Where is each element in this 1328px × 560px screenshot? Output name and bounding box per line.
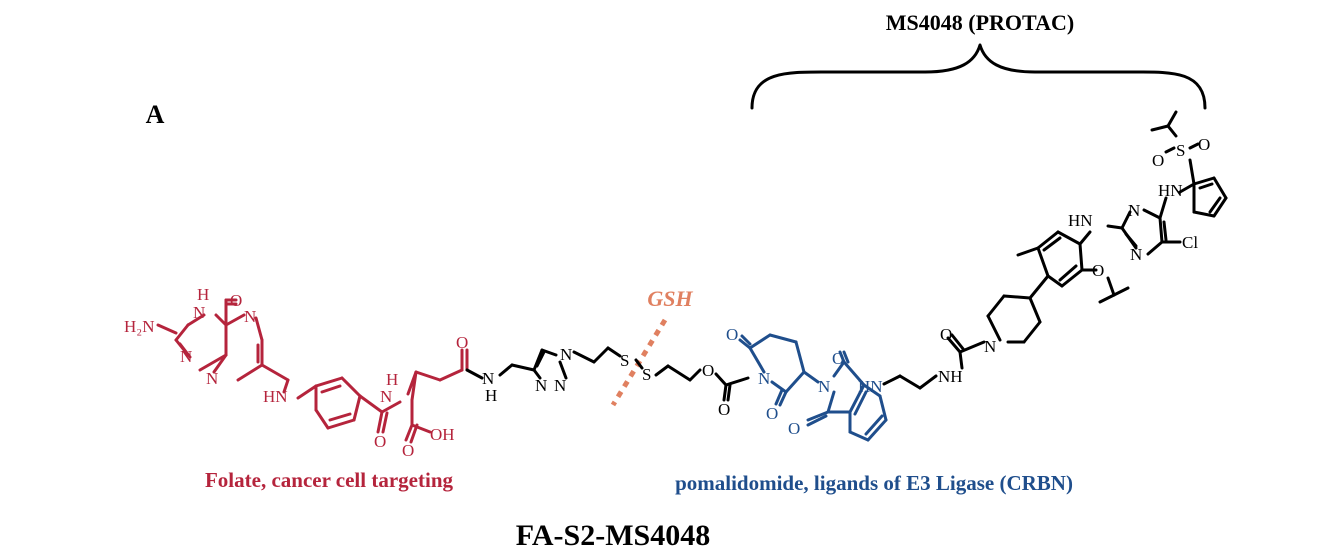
svg-text:N: N [482,369,494,388]
svg-text:N: N [193,303,205,322]
compound-name: FA-S2-MS4048 [516,519,710,552]
folate-bonds [156,298,469,444]
ms4048-bonds [882,110,1228,390]
svg-text:N: N [1128,201,1140,220]
svg-text:O: O [940,325,952,344]
pomalidomide-atoms: O N O N O O HN [726,325,883,438]
svg-text:H: H [386,370,398,389]
svg-text:HN: HN [263,387,288,406]
folate-caption: Folate, cancer cell targeting [205,468,454,492]
svg-text:N: N [380,387,392,406]
svg-text:N: N [206,369,218,388]
svg-text:N: N [244,307,256,326]
svg-text:O: O [702,361,714,380]
linker-bonds [465,346,750,402]
svg-text:N: N [180,347,192,366]
svg-text:O: O [788,419,800,438]
panel-label: A [146,100,165,129]
svg-text:HN: HN [1158,181,1183,200]
protac-bracket [750,43,1207,110]
pomalidomide-caption: pomalidomide, ligands of E3 Ligase (CRBN… [675,471,1073,495]
svg-text:S: S [620,351,629,370]
svg-text:HN: HN [858,377,883,396]
pomalidomide-bonds [738,333,888,442]
svg-text:O: O [402,441,414,460]
svg-text:O: O [456,333,468,352]
linker-atoms: N H N N N S S O O [482,345,730,419]
svg-text:S: S [642,365,651,384]
svg-text:N: N [554,376,566,395]
svg-text:N: N [758,369,770,388]
svg-text:O: O [718,400,730,419]
protac-label: MS4048 (PROTAC) [886,10,1074,35]
svg-text:O: O [1152,151,1164,170]
gsh-label: GSH [647,286,693,311]
svg-text:H: H [197,285,209,304]
svg-text:O: O [374,432,386,451]
svg-text:N: N [984,337,996,356]
svg-text:S: S [1176,141,1185,160]
svg-text:OH: OH [430,425,455,444]
svg-text:Cl: Cl [1182,233,1198,252]
svg-text:O: O [832,349,844,368]
svg-text:N: N [818,377,830,396]
svg-text:N: N [535,376,547,395]
svg-text:H: H [485,386,497,405]
svg-text:NH: NH [938,367,963,386]
folate-atoms: H₂N H N O N N N HN O H N O OH O [124,285,468,460]
svg-text:N: N [1130,245,1142,264]
svg-text:O: O [766,404,778,423]
svg-text:O: O [1092,261,1104,280]
svg-text:O: O [230,291,242,310]
svg-text:H₂N: H₂N [124,317,154,336]
ms4048-atoms: NH O N O HN N N Cl HN S O O [938,135,1210,386]
svg-text:O: O [1198,135,1210,154]
svg-text:N: N [560,345,572,364]
svg-text:HN: HN [1068,211,1093,230]
svg-text:O: O [726,325,738,344]
